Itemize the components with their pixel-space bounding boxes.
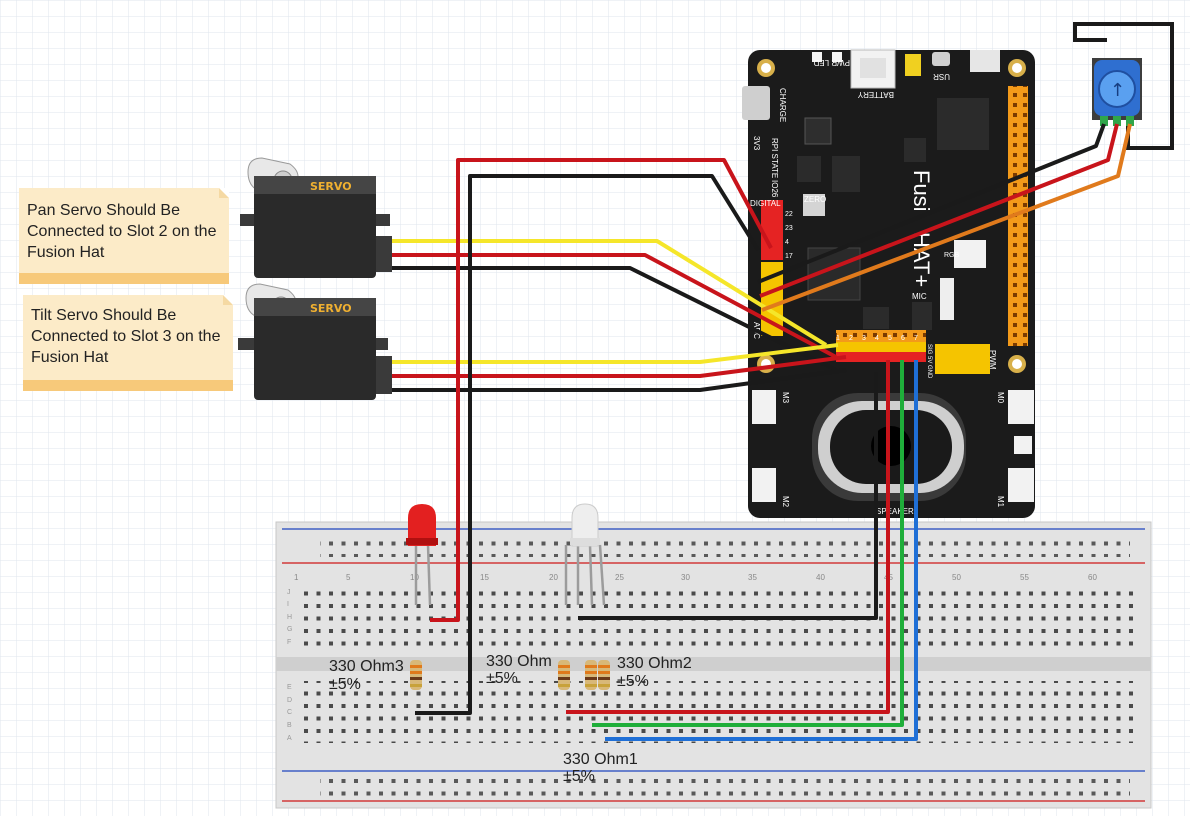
rgb-blue-wire	[605, 360, 918, 741]
board-rpi-state-label: RPI STATE	[770, 138, 779, 178]
r-tolerance: ±5%	[486, 670, 518, 687]
pan-note-bar	[19, 273, 229, 284]
r2-tolerance: ±5%	[617, 673, 649, 690]
bb-col-55: 55	[1020, 573, 1029, 582]
board-pwm-pin-3: 3	[862, 335, 866, 342]
bb-col-20: 20	[549, 573, 558, 582]
bb-col-30: 30	[681, 573, 690, 582]
board-charge-label: CHARGE	[778, 88, 787, 122]
rgb-led	[564, 503, 606, 606]
bb-row-e: E	[287, 684, 292, 691]
r3-name: 330 Ohm3	[329, 658, 404, 675]
board-speaker-label: SPEAKER	[876, 507, 914, 516]
pan-note-fold	[219, 188, 229, 198]
led-red-wire	[430, 158, 773, 622]
r3-tolerance: ±5%	[329, 676, 361, 693]
board-m1-label: M1	[996, 496, 1005, 508]
tilt-note-fold	[223, 295, 233, 305]
board-usr-label: USR	[933, 72, 950, 81]
pot-black-wire	[757, 123, 1106, 284]
tilt-servo-power-wire	[392, 355, 847, 378]
board-pwm-row-label: SIG 5V GND	[926, 344, 932, 379]
tilt-servo: SERVO	[238, 283, 392, 400]
tilt-servo-note-text: Tilt Servo Should Be Connected to Slot 3…	[31, 307, 221, 366]
bb-col-60: 60	[1088, 573, 1097, 582]
board-pwr-led-label: PWR LED	[813, 58, 850, 67]
rgb-ground-wire	[578, 372, 878, 620]
pot-red-wire	[759, 123, 1119, 298]
pan-servo-label: SERVO	[310, 180, 352, 193]
tilt-servo-label: SERVO	[310, 302, 352, 315]
board-pwm-label: PWM	[988, 350, 997, 370]
bb-col-35: 35	[748, 573, 757, 582]
bb-row-i: I	[287, 601, 289, 608]
board-digital-pin-23: 23	[785, 225, 793, 232]
board-3v3-label: 3V3	[752, 136, 761, 151]
r-name: 330 Ohm	[486, 653, 552, 670]
potentiometer-knob-icon: ↑	[1110, 80, 1125, 101]
bb-col-15: 15	[480, 573, 489, 582]
pan-servo: SERVO	[240, 157, 392, 278]
board-mic-label: MIC	[912, 292, 927, 301]
bb-row-g: G	[287, 626, 292, 633]
board-m3-label: M3	[781, 392, 790, 404]
board-title-b: HAT+	[909, 232, 934, 287]
bb-row-f: F	[287, 639, 291, 646]
wires	[392, 123, 1132, 741]
bb-col-10: 10	[410, 573, 419, 582]
bb-col-50: 50	[952, 573, 961, 582]
board-digital-pin-22: 22	[785, 211, 793, 218]
board-digital-pin-17: 17	[785, 253, 793, 260]
bb-row-h: H	[287, 614, 292, 621]
board-title-a: Fusi	[909, 170, 934, 212]
bb-col-40: 40	[816, 573, 825, 582]
board-pwm-pin-2: 2	[849, 335, 853, 342]
board-pwm-pin-1: 1	[836, 335, 840, 342]
r1-name: 330 Ohm1	[563, 751, 638, 768]
board-rgb-label: RGB	[944, 252, 960, 259]
board-pwm-pin-4: 4	[875, 335, 879, 342]
pan-servo-note-text: Pan Servo Should Be Connected to Slot 2 …	[27, 202, 217, 261]
led-ground-wire	[415, 174, 760, 715]
pan-servo-power-wire	[392, 253, 837, 359]
bb-col-5: 5	[346, 573, 351, 582]
resistors	[410, 660, 610, 690]
bb-col-1: 1	[294, 573, 299, 582]
board-pwm-pin-6: 6	[901, 335, 905, 342]
board-io26-label: IO26	[770, 180, 779, 198]
r2-name: 330 Ohm2	[617, 655, 692, 672]
bb-col-25: 25	[615, 573, 624, 582]
pan-servo-note: Pan Servo Should Be Connected to Slot 2 …	[19, 188, 229, 284]
r1-tolerance: ±5%	[563, 768, 595, 785]
red-led	[406, 504, 438, 606]
board-m0-label: M0	[996, 392, 1005, 404]
pan-servo-signal-wire	[392, 239, 828, 347]
board-digital-pin-4: 4	[785, 239, 789, 246]
potentiometer: ↑	[1073, 22, 1174, 150]
tilt-servo-note: Tilt Servo Should Be Connected to Slot 3…	[23, 295, 233, 391]
bb-row-d: D	[287, 697, 292, 704]
board-battery-label: BATTERY	[857, 90, 894, 99]
rgb-green-wire	[592, 360, 904, 727]
bb-row-a: A	[287, 735, 292, 742]
board-zero-label: ZERO	[804, 195, 826, 204]
bb-row-j: J	[287, 589, 291, 596]
bb-row-b: B	[287, 722, 292, 729]
tilt-servo-ground-wire	[392, 368, 847, 392]
board-m2-label: M2	[781, 496, 790, 508]
board-pwm-pin-7: 7	[914, 335, 918, 342]
pot-orange-wire	[761, 123, 1132, 312]
rgb-red-wire	[566, 360, 890, 714]
board-pwm-pin-5: 5	[888, 335, 892, 342]
breadboard: 1 5 10 15 20 25 30 35 40 45 50 55 60 J I…	[275, 521, 1152, 809]
bb-row-c: C	[287, 709, 292, 716]
tilt-note-bar	[23, 380, 233, 391]
tilt-servo-signal-wire	[392, 343, 839, 364]
fusion-hat-board: Fusi HAT+ ZERO PWR LED BATTERY USR CHARG…	[742, 49, 1035, 518]
board-digital-label: DIGITAL	[750, 199, 781, 208]
